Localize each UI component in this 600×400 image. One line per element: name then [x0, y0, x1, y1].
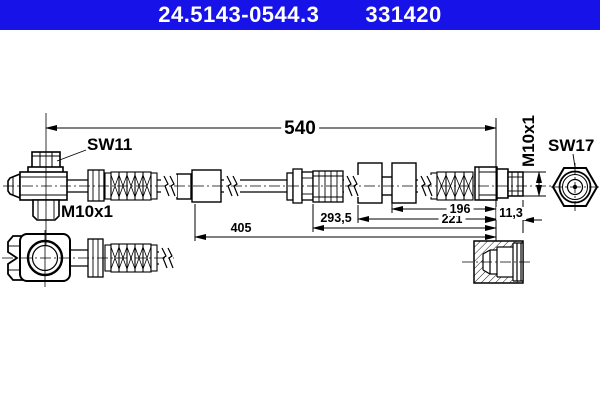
thread-size-right-label: M10x1	[519, 115, 538, 167]
dimension-lines	[45, 118, 576, 241]
dim-196-label: 196	[446, 203, 474, 216]
mounting-blocks	[357, 162, 417, 204]
sw11-leader	[56, 149, 87, 162]
hex-size-left-label: SW11	[87, 135, 133, 154]
right-end-fitting	[474, 166, 524, 201]
dim-293-5-label: 293,5	[320, 211, 352, 225]
title-bar: 24.5143-0544.3 331420	[0, 0, 600, 30]
thread-size-left-label: M10x1	[61, 202, 113, 221]
centerlines	[2, 113, 599, 287]
break-symbols	[161, 175, 434, 197]
reference-number: 331420	[365, 2, 442, 27]
dim-405-label: 405	[230, 221, 252, 235]
part-number: 24.5143-0544.3	[158, 2, 320, 27]
hex-size-right-label: SW17	[548, 136, 595, 155]
dim-total-length-label: 540	[281, 119, 319, 138]
sw17-leader	[572, 153, 576, 168]
dim-11-3-label: 11,3	[496, 207, 526, 220]
fork-end	[7, 235, 23, 281]
dim-221-label: 221	[438, 213, 466, 226]
eye-end-view	[7, 233, 175, 282]
